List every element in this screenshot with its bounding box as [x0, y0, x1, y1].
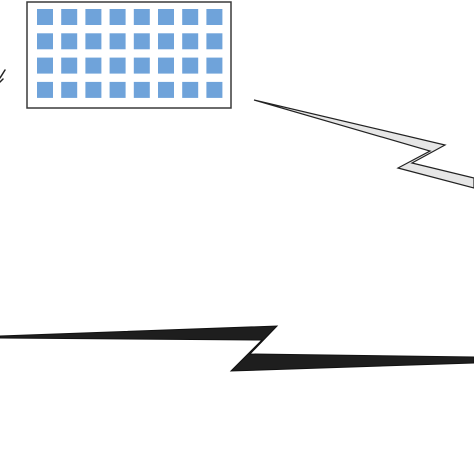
panel-cell: [182, 33, 199, 50]
panel-cells: [37, 9, 223, 98]
panel-cell: [109, 57, 126, 74]
panel-cell: [182, 9, 199, 25]
wireless-link-bolt: [253, 99, 474, 189]
panel-cell: [85, 9, 102, 25]
panel-cell: [37, 57, 53, 74]
panel-cell: [85, 57, 102, 74]
solar-panel-array: [26, 1, 232, 109]
panel-cell: [206, 9, 223, 25]
panel-frame: [26, 1, 232, 109]
panel-cell: [182, 57, 199, 74]
panel-cell: [61, 57, 78, 74]
panel-cell: [206, 33, 223, 50]
panel-cell: [109, 9, 126, 25]
panel-cell: [133, 57, 150, 74]
panel-cell: [85, 33, 102, 50]
panel-cell: [158, 57, 174, 74]
panel-cell: [109, 81, 126, 98]
panel-cell: [158, 9, 174, 25]
panel-cell: [133, 9, 150, 25]
panel-cell: [85, 81, 102, 98]
panel-cell: [109, 33, 126, 50]
panel-cell: [37, 33, 53, 50]
panel-cell: [206, 57, 223, 74]
panel-cell: [37, 81, 53, 98]
panel-cell: [37, 9, 53, 25]
panel-cell: [61, 81, 78, 98]
panel-cell: [158, 33, 174, 50]
panel-cell: [61, 9, 78, 25]
panel-cell: [206, 81, 223, 98]
panel-cell: [158, 81, 174, 98]
panel-cell: [182, 81, 199, 98]
partial-antenna-icon: [0, 69, 6, 83]
panel-cell: [133, 81, 150, 98]
panel-cell: [61, 33, 78, 50]
panel-cell: [133, 33, 150, 50]
wireless-link-bolt-dark: [0, 325, 474, 372]
